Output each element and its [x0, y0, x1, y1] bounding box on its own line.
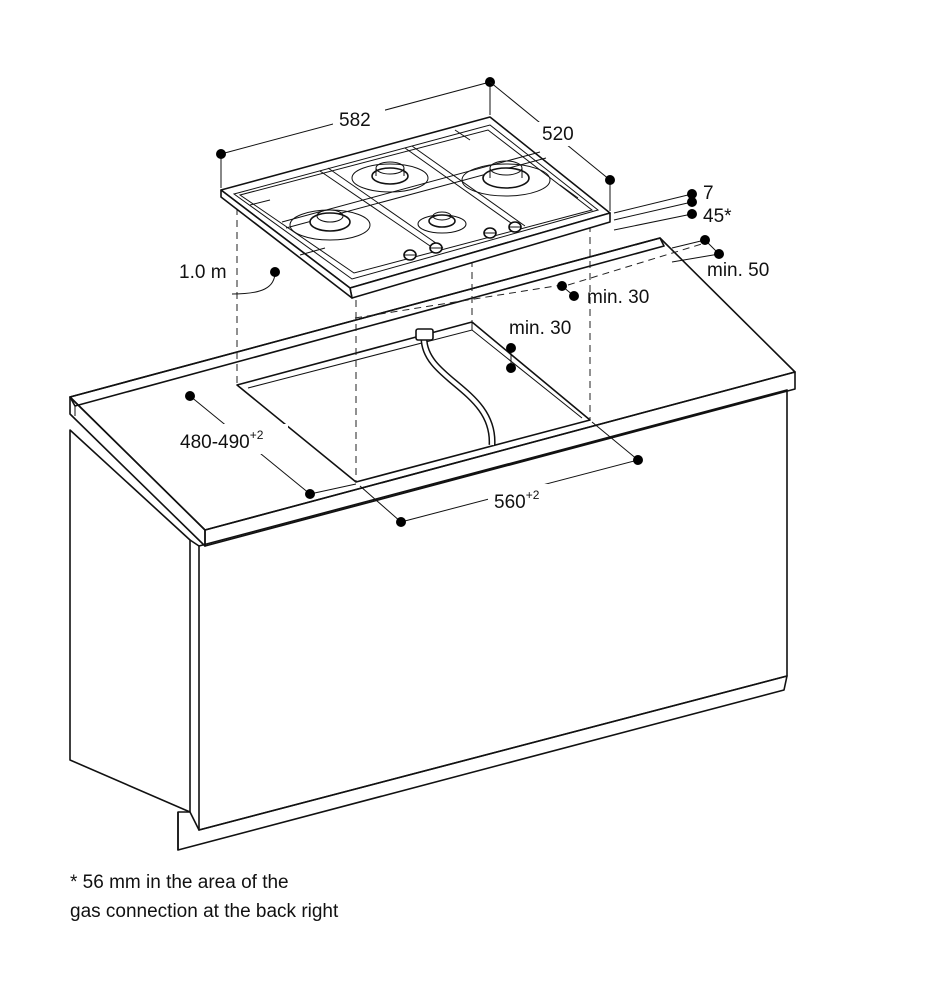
- label-height-45: 45*: [703, 206, 732, 227]
- cabinet-left-side: [69, 429, 191, 813]
- hose-connector: [415, 328, 434, 341]
- burner-rear-center: [351, 161, 429, 193]
- knob-1: [403, 249, 417, 261]
- footnote-line-1: * 56 mm in the area of the: [70, 872, 289, 893]
- label-min-30-back: min. 30: [587, 287, 649, 308]
- knob-2: [429, 242, 443, 254]
- label-min-30-side: min. 30: [509, 318, 571, 339]
- cabinet-plinth: [177, 675, 788, 851]
- pan-supports: [232, 124, 600, 280]
- worktop-upstand: [69, 237, 665, 407]
- projection-lines: [236, 208, 706, 482]
- hob-left-edge: [220, 189, 353, 299]
- label-hose-length: 1.0 m: [179, 262, 227, 283]
- burner-front-left: [289, 209, 371, 241]
- gas-hose: [415, 328, 496, 446]
- footnote-line-2: gas connection at the back right: [70, 901, 339, 922]
- footnote: * 56 mm in the area of the gas connectio…: [70, 868, 530, 926]
- label-width-582: 582: [339, 110, 371, 131]
- worktop-front-edge: [204, 371, 796, 547]
- gas-hob: [220, 116, 611, 299]
- knob-3: [483, 227, 497, 239]
- cabinet: [69, 237, 796, 851]
- label-cutout-depth: 480-490+2: [180, 428, 264, 453]
- label-min-50: min. 50: [707, 260, 769, 281]
- knob-4: [508, 221, 522, 233]
- worktop-left-edge: [69, 396, 206, 547]
- burner-front-center: [417, 211, 467, 234]
- cabinet-front-panel: [198, 389, 788, 831]
- label-thickness-7: 7: [703, 183, 714, 204]
- label-depth-520: 520: [542, 124, 574, 145]
- burner-rear-right-wok: [461, 160, 551, 197]
- label-cutout-width: 560+2: [494, 488, 540, 513]
- control-knobs: [403, 221, 522, 261]
